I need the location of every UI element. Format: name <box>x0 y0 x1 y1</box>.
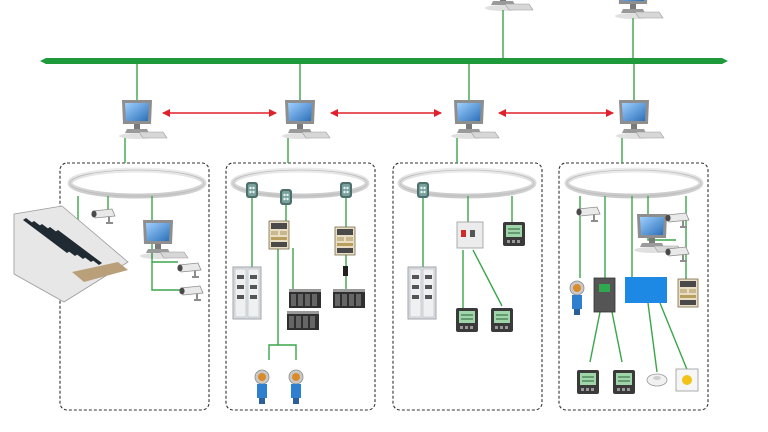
sun-symbol <box>682 375 692 385</box>
io-module-rack-icon <box>333 289 365 308</box>
io-module-rack-icon <box>289 289 321 308</box>
plc-controller-icon <box>334 226 356 256</box>
ethernet-backbone <box>40 58 728 64</box>
link-line <box>589 311 601 363</box>
inline-fuse <box>343 266 348 276</box>
breaker-indicator <box>461 230 466 237</box>
io-module-rack-icon <box>287 311 319 330</box>
computer-workstation-icon <box>281 99 331 140</box>
server-rack-row <box>23 218 70 253</box>
blue-control-module-icon <box>625 277 667 303</box>
computer-workstation-icon <box>615 99 665 140</box>
field-devices <box>13 182 699 405</box>
ethernet-ring-outline <box>399 169 535 197</box>
field-transmitter-icon <box>569 280 585 316</box>
power-meter-icon <box>576 369 600 395</box>
relay-display <box>599 284 610 292</box>
ethernet-ring-outline <box>566 169 702 197</box>
backbone-bar <box>40 58 728 64</box>
field-transmitter-icon <box>254 369 270 405</box>
link-line <box>278 344 297 360</box>
data-center-floorplan-icon <box>13 205 129 303</box>
link-line <box>659 302 689 373</box>
network-switch-icon <box>417 182 429 198</box>
cctv-camera-icon <box>178 285 204 302</box>
cctv-camera-icon <box>176 262 202 279</box>
zone-panel-2 <box>225 162 376 411</box>
breaker-indicator <box>470 230 475 237</box>
alarm-lens <box>653 376 661 380</box>
switchgear-cabinet-icon <box>232 266 262 320</box>
computer-workstation-icon <box>484 0 534 12</box>
network-switch-icon <box>246 182 258 198</box>
power-meter-icon <box>490 307 514 333</box>
computer-workstation-icon <box>118 99 168 140</box>
zone-panel-3 <box>392 162 543 411</box>
server-rack-row <box>55 230 102 265</box>
server-rack-row <box>31 221 78 256</box>
power-meter-icon <box>502 221 526 247</box>
field-transmitter-icon <box>288 369 304 405</box>
ethernet-ring-outline <box>69 169 205 197</box>
ethernet-ring-outline <box>232 169 368 197</box>
server-rack-row <box>47 227 94 262</box>
link-line <box>472 249 503 307</box>
link-line <box>647 302 658 373</box>
server-rack-row <box>39 224 86 259</box>
computer-workstation-icon <box>450 99 500 140</box>
switchgear-cabinet-icon <box>407 266 437 320</box>
network-switch-icon <box>280 189 292 205</box>
network-switch-icon <box>340 182 352 198</box>
power-meter-icon <box>455 307 479 333</box>
computer-workstation-icon <box>139 219 189 260</box>
power-meter-icon <box>612 369 636 395</box>
link-line <box>611 311 623 363</box>
plc-controller-icon <box>268 220 290 250</box>
field-panels <box>59 162 709 411</box>
computer-workstation-icon <box>614 0 664 20</box>
link-line <box>647 196 676 241</box>
link-line <box>268 248 279 360</box>
office-area <box>72 262 128 282</box>
supervision-workstations <box>118 0 665 140</box>
protection-relay-icon <box>593 277 616 313</box>
cctv-camera-icon <box>90 208 116 225</box>
field-links <box>77 10 689 373</box>
zone-panel-4 <box>558 162 709 411</box>
plc-controller-icon <box>677 278 699 308</box>
